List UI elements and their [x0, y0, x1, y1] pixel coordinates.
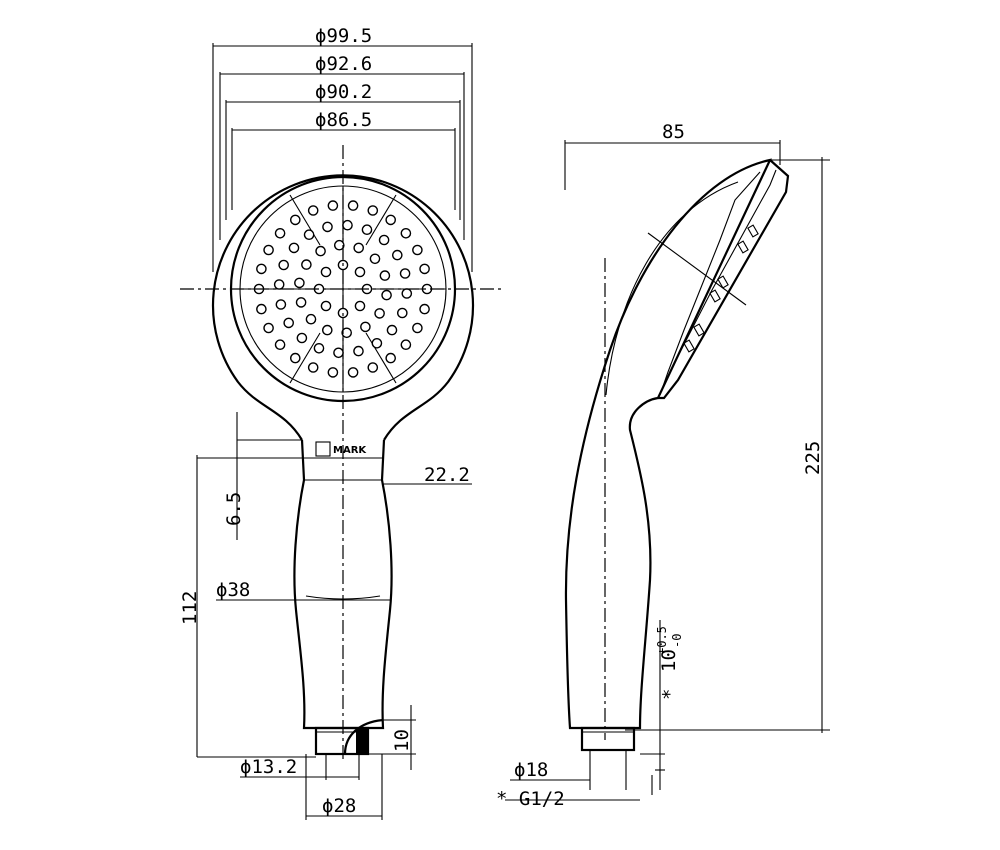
- nozzle-hole: [307, 362, 319, 373]
- nozzle-hole: [353, 345, 364, 357]
- nozzle-hole: [320, 300, 332, 312]
- nozzle-hole: [381, 289, 392, 301]
- dim-6-5: 6.5: [223, 492, 245, 526]
- connector: [314, 718, 384, 756]
- dim-10-tol: 10: [658, 649, 680, 672]
- dim-22-2: 22.2: [424, 464, 470, 486]
- nozzle-hole: [256, 303, 267, 315]
- nozzle-hole: [327, 367, 339, 378]
- nozzle-hole: [400, 227, 412, 239]
- nozzle-hole: [307, 205, 319, 216]
- nozzle-hole: [371, 337, 383, 349]
- nozzle-hole: [288, 242, 300, 254]
- dim-225: 225: [802, 441, 824, 475]
- nozzle-hole: [391, 249, 403, 261]
- nozzle-hole: [273, 279, 285, 290]
- nozzle-hole: [296, 332, 308, 344]
- nozzle-hole: [274, 227, 286, 239]
- nozzle-hole: [341, 327, 353, 339]
- nozzle-hole: [315, 245, 326, 257]
- nozzle-hole: [347, 367, 359, 378]
- nozzle-hole: [321, 324, 333, 336]
- brand-logo: MARK: [315, 441, 367, 457]
- nozzle-hole: [274, 339, 286, 351]
- nozzle-hole: [401, 288, 413, 299]
- nozzle-hole: [412, 322, 423, 334]
- dim-d90-2: ϕ90.2: [315, 81, 372, 103]
- nozzle-hole: [354, 266, 366, 278]
- nozzle-hole: [303, 229, 315, 240]
- nozzle-hole: [379, 270, 391, 281]
- bottom-dimensions: ϕ13.2 ϕ28 10: [240, 705, 416, 820]
- dim-85: 85: [662, 121, 685, 143]
- nozzle-hole: [419, 263, 430, 275]
- nozzle-hole: [289, 214, 301, 226]
- front-view: ϕ99.5 ϕ92.6 ϕ90.2 ϕ86.5: [179, 25, 505, 820]
- nozzle-hole: [327, 200, 339, 211]
- nozzle-hole: [396, 307, 408, 319]
- side-connector: [580, 726, 636, 790]
- nozzle-hole: [367, 362, 379, 373]
- nozzle-hole: [385, 214, 397, 226]
- nozzle-hole: [367, 205, 379, 216]
- nozzle-hole: [385, 352, 397, 364]
- nozzle-hole: [360, 321, 371, 333]
- diameter-dimensions: ϕ99.5 ϕ92.6 ϕ90.2 ϕ86.5: [212, 25, 473, 272]
- height-dimension: 225: [625, 157, 830, 733]
- nozzle-hole: [313, 342, 325, 354]
- nozzle-hole: [305, 313, 317, 325]
- nozzle-hole: [320, 266, 332, 278]
- thread-dimensions: ϕ18 * G1/2 10 +0.5 -0 *: [496, 620, 684, 810]
- side-view: 85 225: [496, 121, 830, 810]
- dim-d13-2: ϕ13.2: [240, 756, 297, 778]
- dim-d38: ϕ38: [216, 579, 250, 601]
- nozzle-hole: [412, 244, 423, 256]
- nozzle-hole: [342, 219, 353, 231]
- nozzle-hole: [333, 347, 344, 359]
- nozzle-bumps: [683, 224, 759, 353]
- width-dimension: 85: [564, 121, 781, 190]
- nozzle-hole: [283, 317, 295, 329]
- dim-d92-6: ϕ92.6: [315, 53, 372, 75]
- nozzle-hole: [333, 239, 345, 251]
- nozzle-hole: [256, 263, 267, 275]
- nozzle-hole: [369, 253, 381, 265]
- nozzle-hole: [289, 352, 301, 364]
- nozzle-hole: [263, 244, 274, 256]
- nozzle-hole: [386, 324, 398, 336]
- nozzle-hole: [399, 268, 411, 279]
- nozzle-hole: [322, 221, 333, 233]
- neck-dimension: 22.2: [382, 464, 472, 486]
- nozzle-hole: [294, 277, 305, 289]
- dim-112: 112: [179, 591, 201, 625]
- nozzle-hole: [275, 299, 287, 310]
- nozzle-hole: [263, 322, 274, 334]
- side-body: [564, 158, 790, 740]
- nozzle-hole: [400, 339, 412, 351]
- nozzle-hole: [301, 259, 312, 270]
- nozzle-hole: [354, 300, 366, 312]
- nozzle-hole: [278, 259, 290, 271]
- star-mark: *: [659, 689, 681, 700]
- dim-d18: ϕ18: [514, 759, 548, 781]
- tol-plus: +0.5: [655, 626, 669, 655]
- nozzle-hole: [419, 303, 430, 315]
- logo-text: MARK: [333, 445, 367, 456]
- tol-minus: -0: [670, 634, 684, 648]
- dim-d99-5: ϕ99.5: [315, 25, 372, 47]
- left-dimensions: 6.5 112 ϕ38: [179, 412, 390, 758]
- nozzle-hole: [374, 308, 385, 319]
- dim-thread: * G1/2: [496, 788, 565, 810]
- dim-d28: ϕ28: [322, 795, 356, 817]
- dim-d86-5: ϕ86.5: [315, 109, 372, 131]
- nozzle-hole: [295, 297, 307, 308]
- nozzle-hole: [353, 242, 365, 254]
- nozzle-hole: [378, 234, 390, 246]
- nozzle-hole: [347, 200, 359, 211]
- dim-10: 10: [391, 729, 413, 752]
- nozzle-hole: [361, 224, 373, 235]
